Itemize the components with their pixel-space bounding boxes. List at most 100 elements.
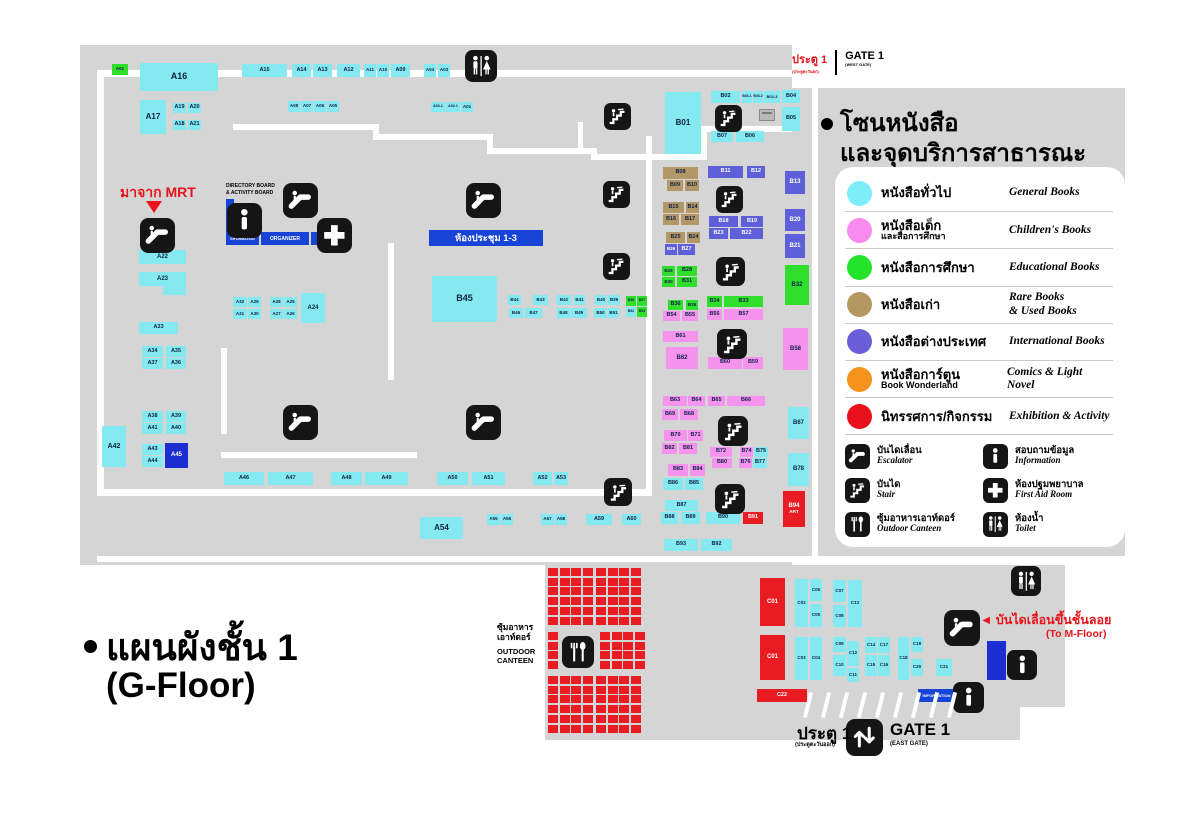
booth-A30: A30	[248, 309, 261, 319]
canteen-stall	[630, 724, 641, 733]
toilet-icon	[465, 50, 497, 82]
queue-line	[856, 691, 868, 719]
escalator-icon	[845, 443, 870, 469]
booth-A34: A34	[142, 346, 163, 357]
canteen-stall	[596, 597, 606, 606]
booth-B53: B53	[637, 307, 647, 317]
booth-B48: B48	[557, 308, 570, 318]
booth-A45: A45	[165, 443, 188, 468]
banner-ห้องประชุม-1-3: ห้องประชุม 1-3	[429, 230, 543, 246]
booth	[163, 286, 186, 295]
booth-C08: C08	[833, 605, 846, 627]
booth-B51: B51	[608, 308, 619, 318]
booth-B92: B92	[701, 539, 732, 551]
booth-A59: A59	[586, 514, 612, 525]
kiosk-icon	[759, 109, 775, 121]
booth-A50: A50	[437, 472, 468, 485]
booth-C17: C17	[878, 637, 890, 653]
booth-A46: A46	[224, 472, 264, 485]
canteen-stall	[634, 651, 645, 660]
booth-C07: C07	[833, 580, 846, 602]
mezzanine-escalator-sublabel: (To M-Floor)	[1046, 628, 1107, 640]
corridor	[233, 124, 379, 130]
booth-C09: C09	[833, 637, 846, 652]
booth-C03: C03	[795, 637, 808, 680]
service-name-eng: Outdoor Canteen	[877, 523, 942, 534]
zone-color-dot	[847, 217, 872, 243]
booth-A41: A41	[142, 423, 163, 434]
booth-C14: C14	[865, 637, 877, 653]
canteen-stall	[623, 632, 634, 640]
service-name-eng: Stair	[877, 489, 896, 500]
canteen-stall	[607, 714, 618, 723]
canteen-stall	[619, 705, 630, 714]
booth-B74: B74	[740, 447, 753, 457]
from-mrt-label: มาจาก MRT	[120, 184, 196, 200]
booth-B65: B65	[708, 396, 725, 406]
booth-B31: B31	[677, 277, 697, 287]
canteen-stall	[571, 606, 582, 615]
canteen-stall	[600, 632, 610, 640]
booth-B71: B71	[688, 430, 703, 441]
canteen-stall	[559, 685, 570, 694]
canteen-stall	[596, 587, 606, 596]
booth-B25: B25	[666, 232, 685, 243]
booth-B47: B47	[525, 308, 542, 318]
booth-B81: B81	[679, 443, 697, 454]
canteen-stall	[582, 577, 593, 586]
canteen-stall	[619, 597, 630, 606]
booth-B88: B88	[661, 512, 678, 524]
booth-B66: B66	[727, 396, 765, 406]
west-gate-thai: ประตู 1	[792, 54, 828, 66]
booth-B91: B91	[743, 512, 763, 524]
canteen-stall	[607, 606, 618, 615]
canteen-stall	[630, 705, 641, 714]
gate-updown-icon	[846, 719, 883, 756]
booth-B29: B29	[662, 266, 675, 276]
booth-C15: C15	[865, 655, 877, 676]
canteen-stall	[630, 714, 641, 723]
booth-A57: A57	[541, 514, 554, 525]
booth-B64: B64	[688, 396, 705, 406]
canteen-stall	[559, 597, 570, 606]
booth-B68: B68	[680, 409, 698, 420]
legend-title-line2: และจุดบริการสาธารณะ	[840, 140, 1087, 167]
corridor	[812, 88, 818, 556]
booth-B78: B78	[788, 453, 809, 486]
stair-icon	[716, 186, 743, 213]
toilet-icon	[983, 511, 1008, 537]
booth-B57: B57	[724, 309, 763, 320]
stair-icon	[604, 103, 631, 130]
booth-A54: A54	[420, 517, 463, 539]
booth-B28: B28	[677, 266, 697, 276]
booth-A06: A06	[314, 101, 326, 112]
booth-A13: A13	[313, 64, 332, 77]
east-gate-thai: ประตู 1	[797, 724, 852, 743]
booth-A08: A08	[288, 101, 300, 112]
escalator-icon	[466, 183, 501, 218]
canteen-stall	[548, 632, 558, 640]
canteen-stall	[634, 632, 645, 640]
zone-name-thai: หนังสือทั่วไป	[881, 185, 952, 201]
booth-A31: A31	[233, 309, 247, 319]
corridor	[388, 243, 394, 380]
canteen-stall	[596, 616, 606, 625]
booth-B24: B24	[687, 232, 700, 243]
stair-icon	[603, 253, 630, 280]
booth-B76: B76	[739, 458, 752, 468]
corridor	[97, 70, 104, 496]
booth-B43: B43	[533, 295, 548, 305]
booth-A12: A12	[337, 64, 360, 77]
booth-B63: B63	[663, 396, 687, 406]
canteen-stall	[619, 695, 630, 704]
booth-C13: C13	[848, 580, 862, 627]
canteen-stall	[600, 651, 610, 660]
booth-A03-1: A03-1	[431, 102, 445, 112]
queue-line	[838, 691, 850, 719]
canteen-stall	[607, 587, 618, 596]
